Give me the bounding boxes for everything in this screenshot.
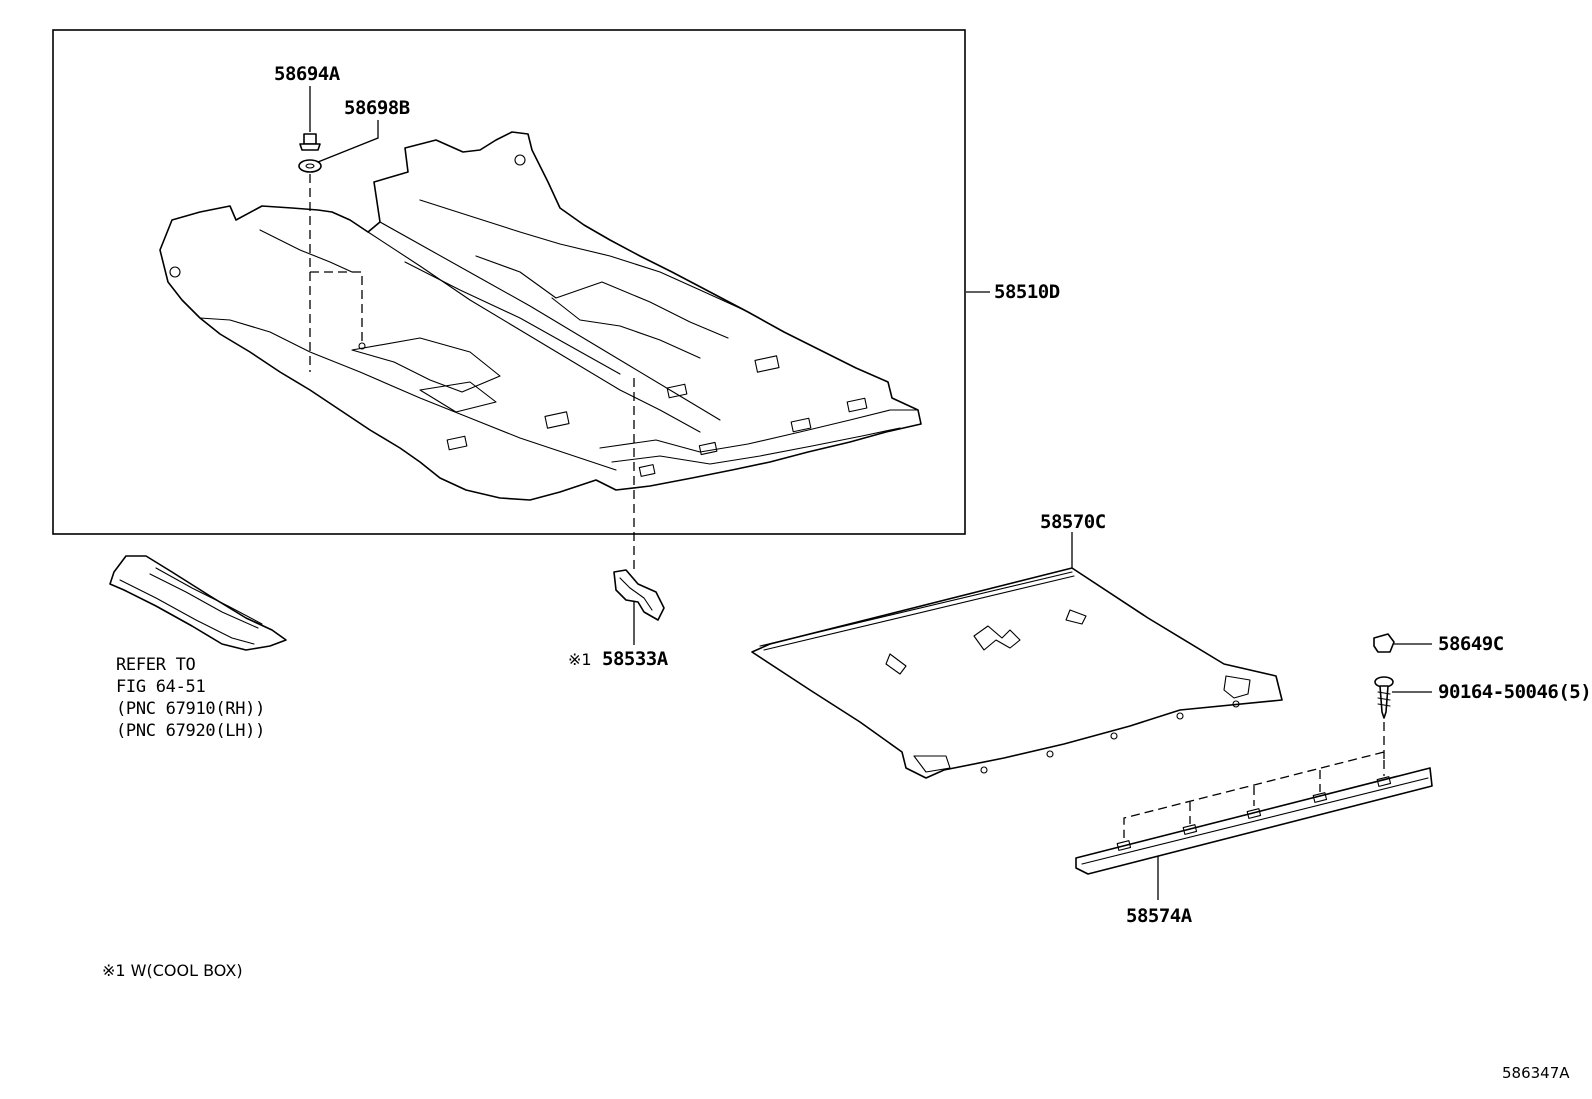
leader-58698b xyxy=(317,120,379,163)
callout-58510d: 58510D xyxy=(994,281,1060,303)
cap-58649c-icon xyxy=(1373,633,1395,653)
reference-line-1: REFER TO xyxy=(116,655,196,675)
footnote: ※1 W(COOL BOX) xyxy=(102,961,243,980)
dash-screw-90164 xyxy=(1123,722,1385,838)
reference-line-3: (PNC 67910(RH)) xyxy=(116,699,265,719)
rail-58574a-illustration xyxy=(1075,767,1433,875)
callout-58698b: 58698B xyxy=(344,97,410,119)
callout-58570c: 58570C xyxy=(1040,511,1106,533)
callout-90164: 90164-50046(5) xyxy=(1438,681,1591,703)
callout-58533a-mark: ※1 xyxy=(568,650,592,669)
reference-line-4: (PNC 67920(LH)) xyxy=(116,721,265,741)
callout-58694a: 58694A xyxy=(274,63,341,85)
callout-58574a: 58574A xyxy=(1126,905,1193,927)
callout-58533a: 58533A xyxy=(602,648,669,670)
callout-58649c: 58649C xyxy=(1438,633,1504,655)
mat-58570c-illustration xyxy=(751,567,1283,779)
scuff-plate-illustration xyxy=(109,555,287,651)
reference-line-2: FIG 64-51 xyxy=(116,677,205,697)
bracket-58533a-illustration xyxy=(613,569,665,621)
washer-58698b-icon xyxy=(298,159,322,173)
screw-90164-icon xyxy=(1374,676,1394,719)
clip-58694a-icon xyxy=(299,133,321,151)
illustration-code: 586347A xyxy=(1502,1064,1570,1082)
dash-clip-58694a xyxy=(309,174,363,372)
assembly-frame xyxy=(52,29,966,535)
floor-carpet-illustration xyxy=(159,131,922,501)
